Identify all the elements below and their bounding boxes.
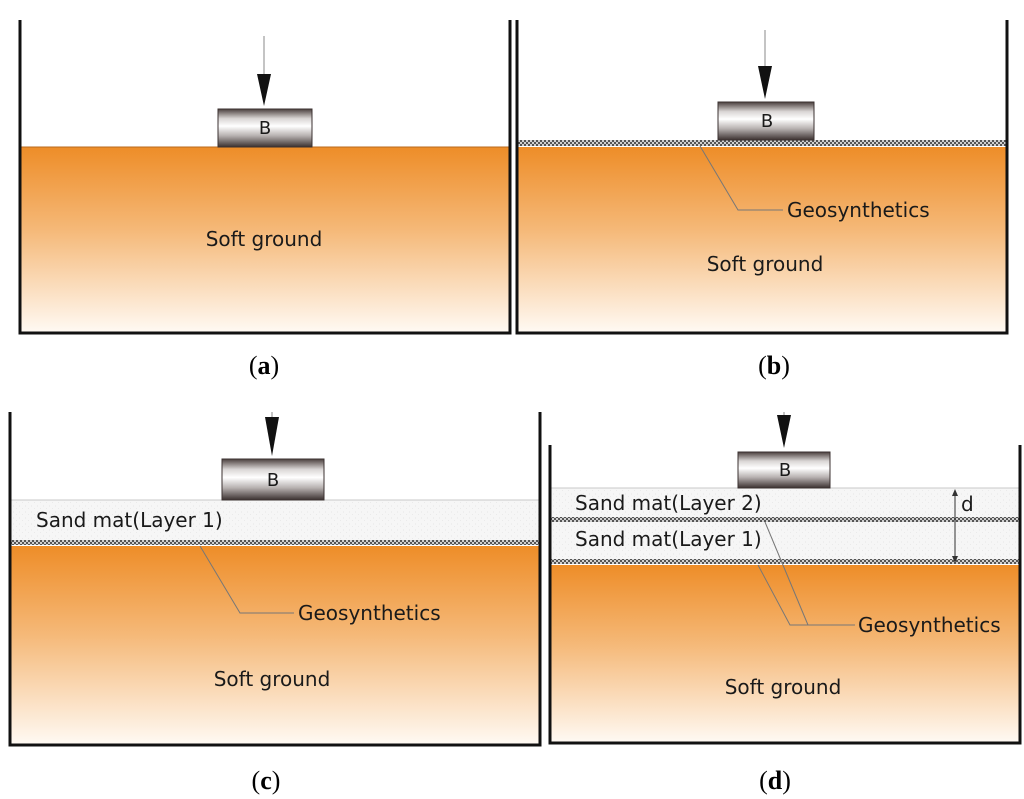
- soft-ground-label: Soft ground: [707, 252, 824, 276]
- depth-arrow-up-icon: [952, 489, 958, 496]
- soft-ground-label: Soft ground: [214, 667, 331, 691]
- soft-ground-layer: [517, 147, 1007, 333]
- sand-mat-layer-1: [550, 522, 1020, 559]
- caption-letter: a: [258, 351, 271, 380]
- geosynthetics-layer: [10, 540, 540, 545]
- footing-label: B: [259, 118, 271, 139]
- soft-ground-layer: [550, 565, 1020, 743]
- depth-label: d: [961, 492, 974, 516]
- sand-mat-layer-2: [550, 488, 1020, 517]
- footing: [221, 458, 325, 501]
- geosynthetics-layer-upper: [550, 517, 1020, 522]
- load-arrow-icon: [265, 417, 279, 456]
- geosynthetics-label: Geosynthetics: [787, 198, 930, 222]
- geosynthetics-label: Geosynthetics: [298, 601, 441, 625]
- soft-ground-layer: [10, 546, 540, 745]
- caption-letter: d: [768, 766, 783, 795]
- load-arrow-icon: [758, 66, 772, 99]
- footing-label: B: [779, 460, 791, 481]
- footing-label: B: [267, 470, 279, 491]
- geosynthetics-leader-line: [699, 145, 783, 211]
- sand-mat-label: Sand mat(Layer 1): [36, 508, 223, 532]
- tank-wall: [18, 20, 512, 335]
- soft-ground-label: Soft ground: [206, 227, 323, 251]
- tank-wall: [8, 412, 542, 747]
- panel-caption: (d): [759, 766, 791, 795]
- geosynthetics-leader-line-upper: [764, 521, 809, 626]
- sand-mat-layer-2-label: Sand mat(Layer 2): [575, 491, 762, 515]
- caption-letter: b: [767, 351, 781, 380]
- geosynthetics-leader-line: [199, 545, 294, 614]
- tank-wall: [515, 20, 1009, 335]
- panel-d: B Sand mat(Layer 2) Sand mat(Layer 1) d …: [548, 412, 1022, 795]
- geosynthetics-layer-lower: [550, 559, 1020, 564]
- sand-mat-layer-1-label: Sand mat(Layer 1): [575, 527, 762, 551]
- panel-caption: (c): [252, 766, 281, 795]
- geosynthetics-label: Geosynthetics: [858, 613, 1001, 637]
- footing: [737, 451, 831, 489]
- caption-letter: c: [260, 766, 272, 795]
- soft-ground-label: Soft ground: [725, 675, 842, 699]
- tank-wall: [548, 445, 1022, 745]
- soft-ground-layer: [20, 147, 510, 333]
- panel-a: B Soft ground (a): [18, 20, 512, 380]
- sand-mat-layer-1: [10, 500, 540, 540]
- load-arrow-icon: [777, 415, 791, 448]
- panel-c: B Sand mat(Layer 1) Geosynthetics Soft g…: [8, 412, 542, 795]
- panel-caption: (a): [249, 351, 279, 380]
- panel-b: B Geosynthetics Soft ground (b): [515, 20, 1009, 380]
- panel-caption: (b): [758, 351, 790, 380]
- footing: [717, 101, 815, 141]
- geosynthetics-leader-line-lower: [757, 564, 855, 626]
- footing-label: B: [761, 111, 773, 132]
- footing: [217, 108, 313, 148]
- geosynthetics-layer: [517, 140, 1007, 146]
- depth-arrow-down-icon: [952, 556, 958, 563]
- load-arrow-icon: [257, 74, 271, 106]
